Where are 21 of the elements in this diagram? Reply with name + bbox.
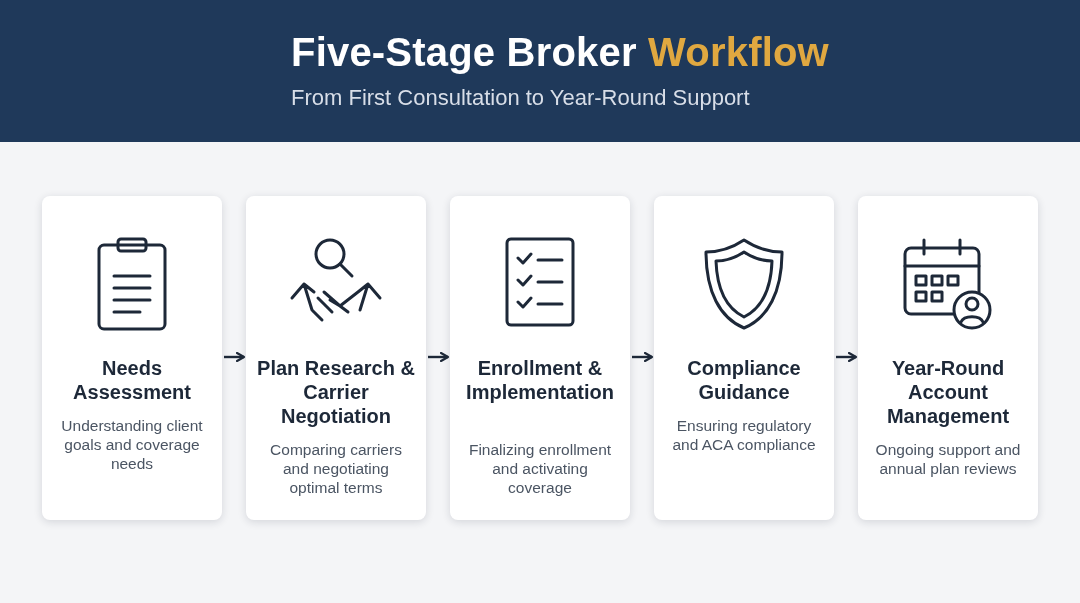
stage-card	[654, 196, 834, 520]
subtitle: From First Consultation to Year-Round Support	[291, 85, 750, 111]
stage-description: Ongoing support and annual plan reviews	[874, 440, 1022, 478]
stage-description: Finalizing enrollment and activating coverage	[467, 440, 613, 497]
stage-title: Needs Assessment	[72, 356, 192, 404]
stage-card	[42, 196, 222, 520]
arrow	[836, 351, 858, 363]
arrow	[632, 351, 654, 363]
stage-description: Ensuring regulatory and ACA compliance	[671, 416, 817, 454]
title: Five-Stage Broker Workflow	[291, 30, 829, 75]
stage-title: Year-Round Account Management	[885, 356, 1011, 428]
stage-description: Comparing carriers and negotiating optimal terms	[269, 440, 403, 497]
stage-title: Plan Research & Carrier Negotiation	[256, 356, 416, 428]
stage-card	[858, 196, 1038, 520]
stage-card	[450, 196, 630, 520]
arrow	[224, 351, 246, 363]
stage-title: Compliance Guidance	[686, 356, 802, 404]
stage-card	[246, 196, 426, 520]
arrow	[428, 351, 450, 363]
stage-description: Understanding client goals and coverage needs	[60, 416, 204, 473]
stage-title: Enrollment & Implementation	[465, 356, 615, 404]
